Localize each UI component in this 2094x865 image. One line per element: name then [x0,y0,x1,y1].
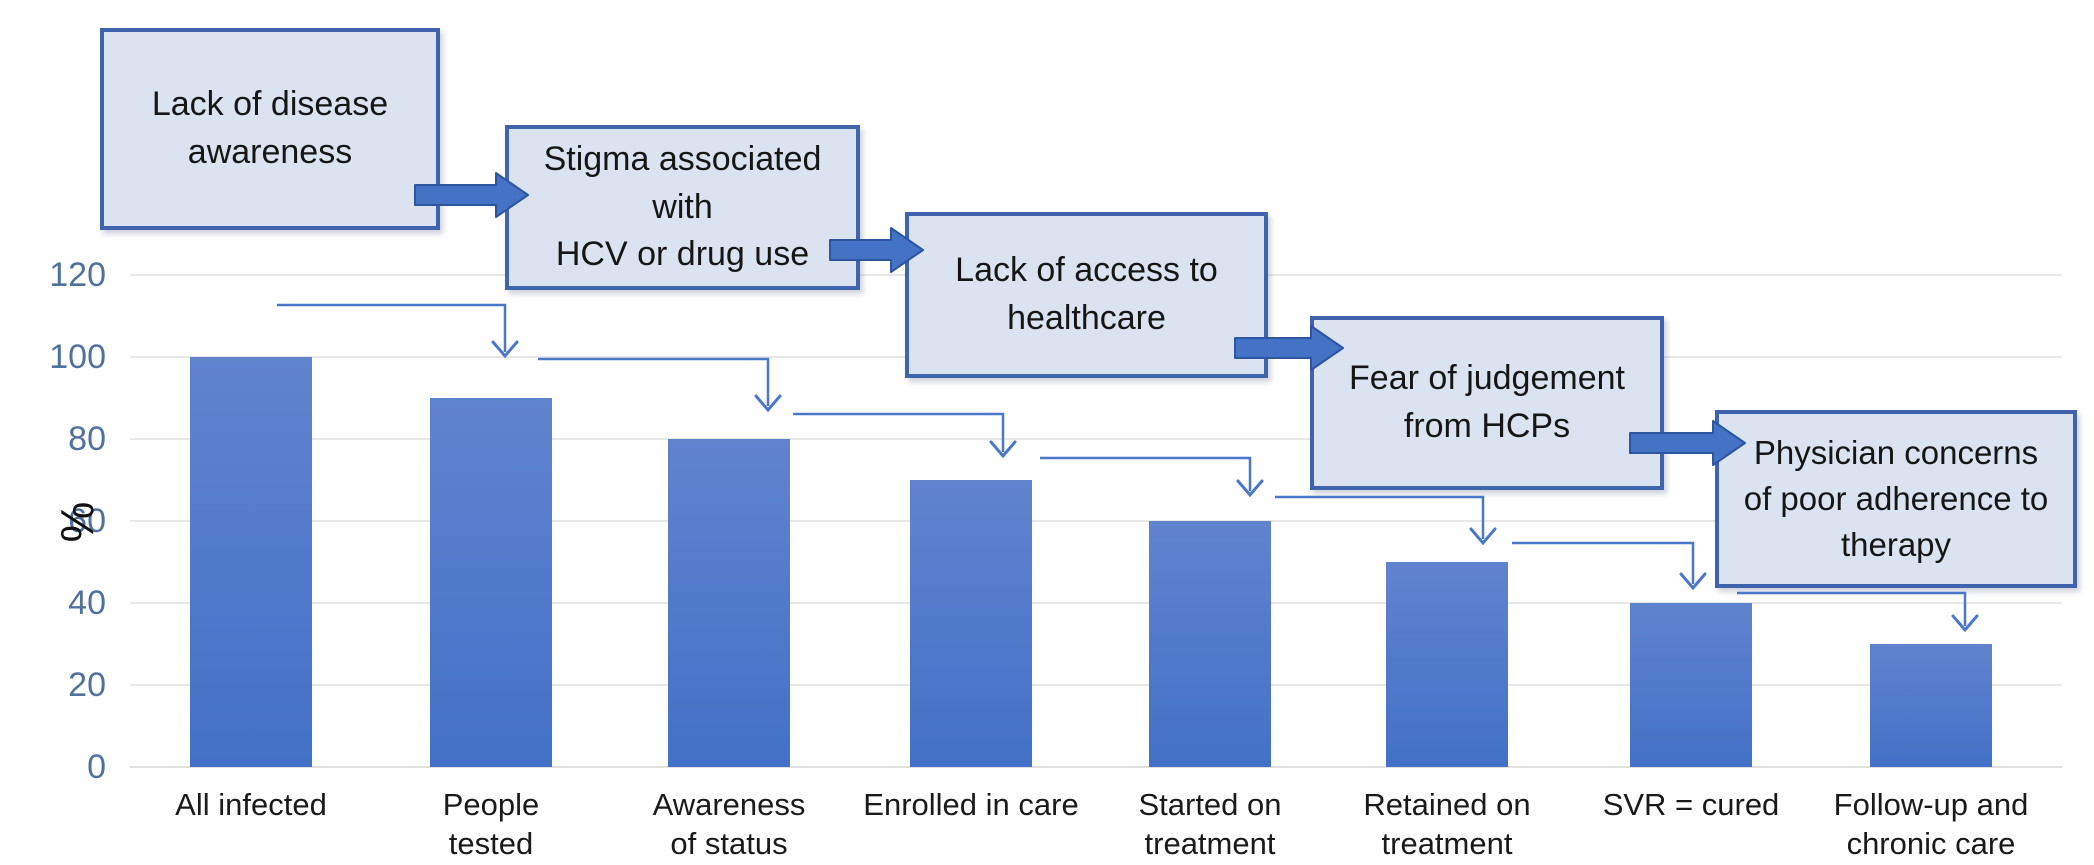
ytick-20: 20 [68,666,106,704]
category-label-svr-cured: SVR = cured [1602,787,1780,822]
ytick-60: 60 [68,502,106,540]
category-label-retained-on-treatment: Retained on treatment [1363,787,1531,861]
category-label-enrolled-in-care: Enrolled in care [863,787,1079,822]
arrowhead-down-icon [1679,572,1707,591]
y-axis-label: % [51,501,103,543]
ytick-100: 100 [49,338,106,376]
category-label-awareness-of-status: Awareness of status [652,787,806,861]
callout-fear-of-judgement-from-hcps: Fear of judgement from HCPs [1310,316,1664,490]
callout-lack-of-access-to-healthcare: Lack of access to healthcare [905,212,1268,378]
category-label-people-tested: People tested [442,787,540,861]
bar-people-tested [430,398,552,767]
bar-awareness-of-status [668,439,790,767]
bar-retained-on-treatment [1386,562,1508,767]
gridline-20 [130,684,2062,686]
arrowhead-down-icon [491,340,519,359]
arrowhead-down-icon [1469,527,1497,546]
gridline-80 [130,438,2062,440]
arrowhead-down-icon [754,394,782,413]
ytick-0: 0 [87,748,106,786]
category-label-started-on-treatment: Started on treatment [1138,787,1282,861]
ytick-40: 40 [68,584,106,622]
callout-lack-of-disease-awareness: Lack of disease awareness [100,28,440,230]
drop-connector-4 [1040,456,1252,491]
arrowhead-down-icon [1951,614,1979,633]
arrowhead-down-icon [989,440,1017,459]
bar-enrolled-in-care [910,480,1032,767]
bar-svr-cured [1630,603,1752,767]
callout-physician-concerns-adherence: Physician concerns of poor adherence to … [1715,410,2077,588]
gridline-0 [130,766,2062,768]
callout-stigma-hcv-drug-use: Stigma associated with HCV or drug use [505,125,860,290]
ytick-80: 80 [68,420,106,458]
ytick-120: 120 [49,256,106,294]
category-label-follow-up-chronic-care: Follow-up and chronic care [1833,787,2029,861]
drop-connector-3 [793,412,1005,452]
gridline-40 [130,602,2062,604]
bar-all-infected [190,357,312,767]
bar-started-on-treatment [1149,521,1271,767]
drop-connector-6 [1512,541,1695,584]
drop-connector-2 [538,357,770,406]
drop-connector-1 [277,303,507,352]
drop-connector-5 [1275,495,1485,539]
gridline-60 [130,520,2062,522]
drop-connector-7 [1737,591,1967,626]
bar-follow-up-chronic-care [1870,644,1992,767]
category-label-all-infected: All infected [175,787,327,822]
arrowhead-down-icon [1236,479,1264,498]
